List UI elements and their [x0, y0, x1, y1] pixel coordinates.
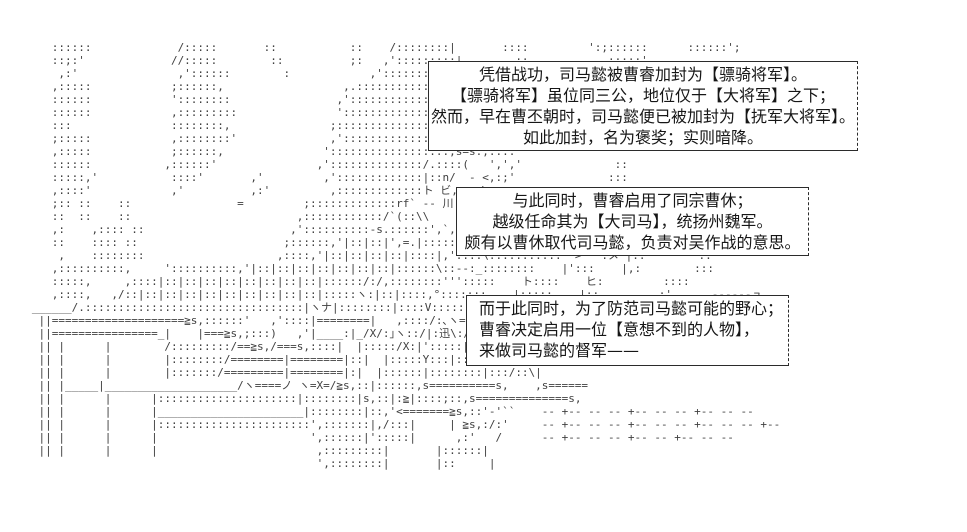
narration-line: 与此同时，曹睿启用了同宗曹休；	[512, 191, 753, 210]
narration-line: 颇有以曹休取代司马懿，负责对吴作战的意思。	[464, 233, 801, 252]
narration-line: 凭借战功，司马懿被曹睿加封为【骠骑将军】。	[478, 65, 807, 84]
narration-line: 而于此同时，为了防范司马懿可能的野心；	[479, 299, 784, 318]
narration-line: 曹睿决定启用一位【意想不到的人物】，	[479, 320, 760, 339]
narration-line: 如此加封，名为褒奖；实则暗降。	[522, 128, 763, 147]
narration-box-cao-xiu: 与此同时，曹睿启用了同宗曹休； 越级任命其为【大司马】，统扬州魏军。 颇有以曹休…	[456, 187, 809, 256]
narration-line: 来做司马懿的督军——	[479, 341, 640, 360]
narration-line: 越级任命其为【大司马】，统扬州魏军。	[492, 212, 773, 231]
narration-box-promotion: 凭借战功，司马懿被曹睿加封为【骠骑将军】。 【骠骑将军】虽位同三公，地位仅于【大…	[428, 61, 858, 151]
narration-line: 【骠骑将军】虽位同三公，地位仅于【大将军】之下；	[450, 86, 835, 105]
narration-line: 然而，早在曹丕朝时，司马懿便已被加封为【抚军大将军】。	[430, 107, 855, 126]
narration-box-supervisor: 而于此同时，为了防范司马懿可能的野心； 曹睿决定启用一位【意想不到的人物】， 来…	[466, 295, 789, 366]
